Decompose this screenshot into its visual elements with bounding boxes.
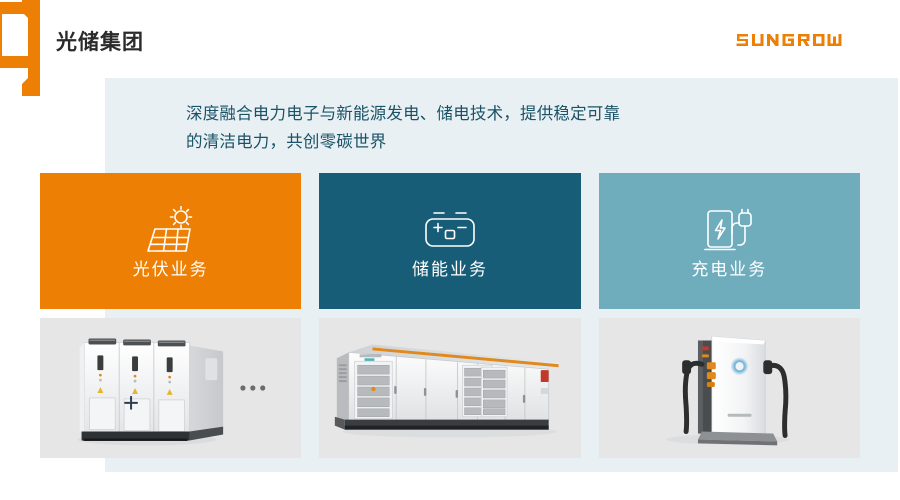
storage-container-photo xyxy=(319,318,581,458)
product-photo-row xyxy=(40,318,860,458)
intro-line-2: 的清洁电力，共创零碳世界 xyxy=(186,133,387,151)
business-card-label: 储能业务 xyxy=(411,259,488,279)
ev-charger-icon xyxy=(703,205,755,257)
sungrow-logo-icon xyxy=(736,34,842,46)
business-card-storage[interactable]: 储能业务 xyxy=(319,173,581,309)
business-card-charging[interactable]: 充电业务 xyxy=(598,173,860,309)
intro-paragraph: 深度融合电力电子与新能源发电、储电技术，提供稳定可靠 的清洁电力，共创零碳世界 xyxy=(186,100,746,156)
battery-icon xyxy=(423,205,477,257)
business-card-label: 充电业务 xyxy=(691,259,768,279)
solar-panel-icon xyxy=(145,205,197,257)
business-card-pv[interactable]: 光伏业务 xyxy=(40,173,302,309)
business-card-label: 光伏业务 xyxy=(132,259,209,279)
orange-bracket-decoration xyxy=(0,0,42,96)
business-card-row: 光伏业务 储能业务 xyxy=(40,173,860,309)
ev-charging-station-photo xyxy=(598,318,860,458)
page-title: 光储集团 xyxy=(56,31,144,54)
sungrow-logo xyxy=(736,28,848,50)
inverter-cabinets-photo xyxy=(40,318,302,458)
intro-line-1: 深度融合电力电子与新能源发电、储电技术，提供稳定可靠 xyxy=(186,105,621,123)
